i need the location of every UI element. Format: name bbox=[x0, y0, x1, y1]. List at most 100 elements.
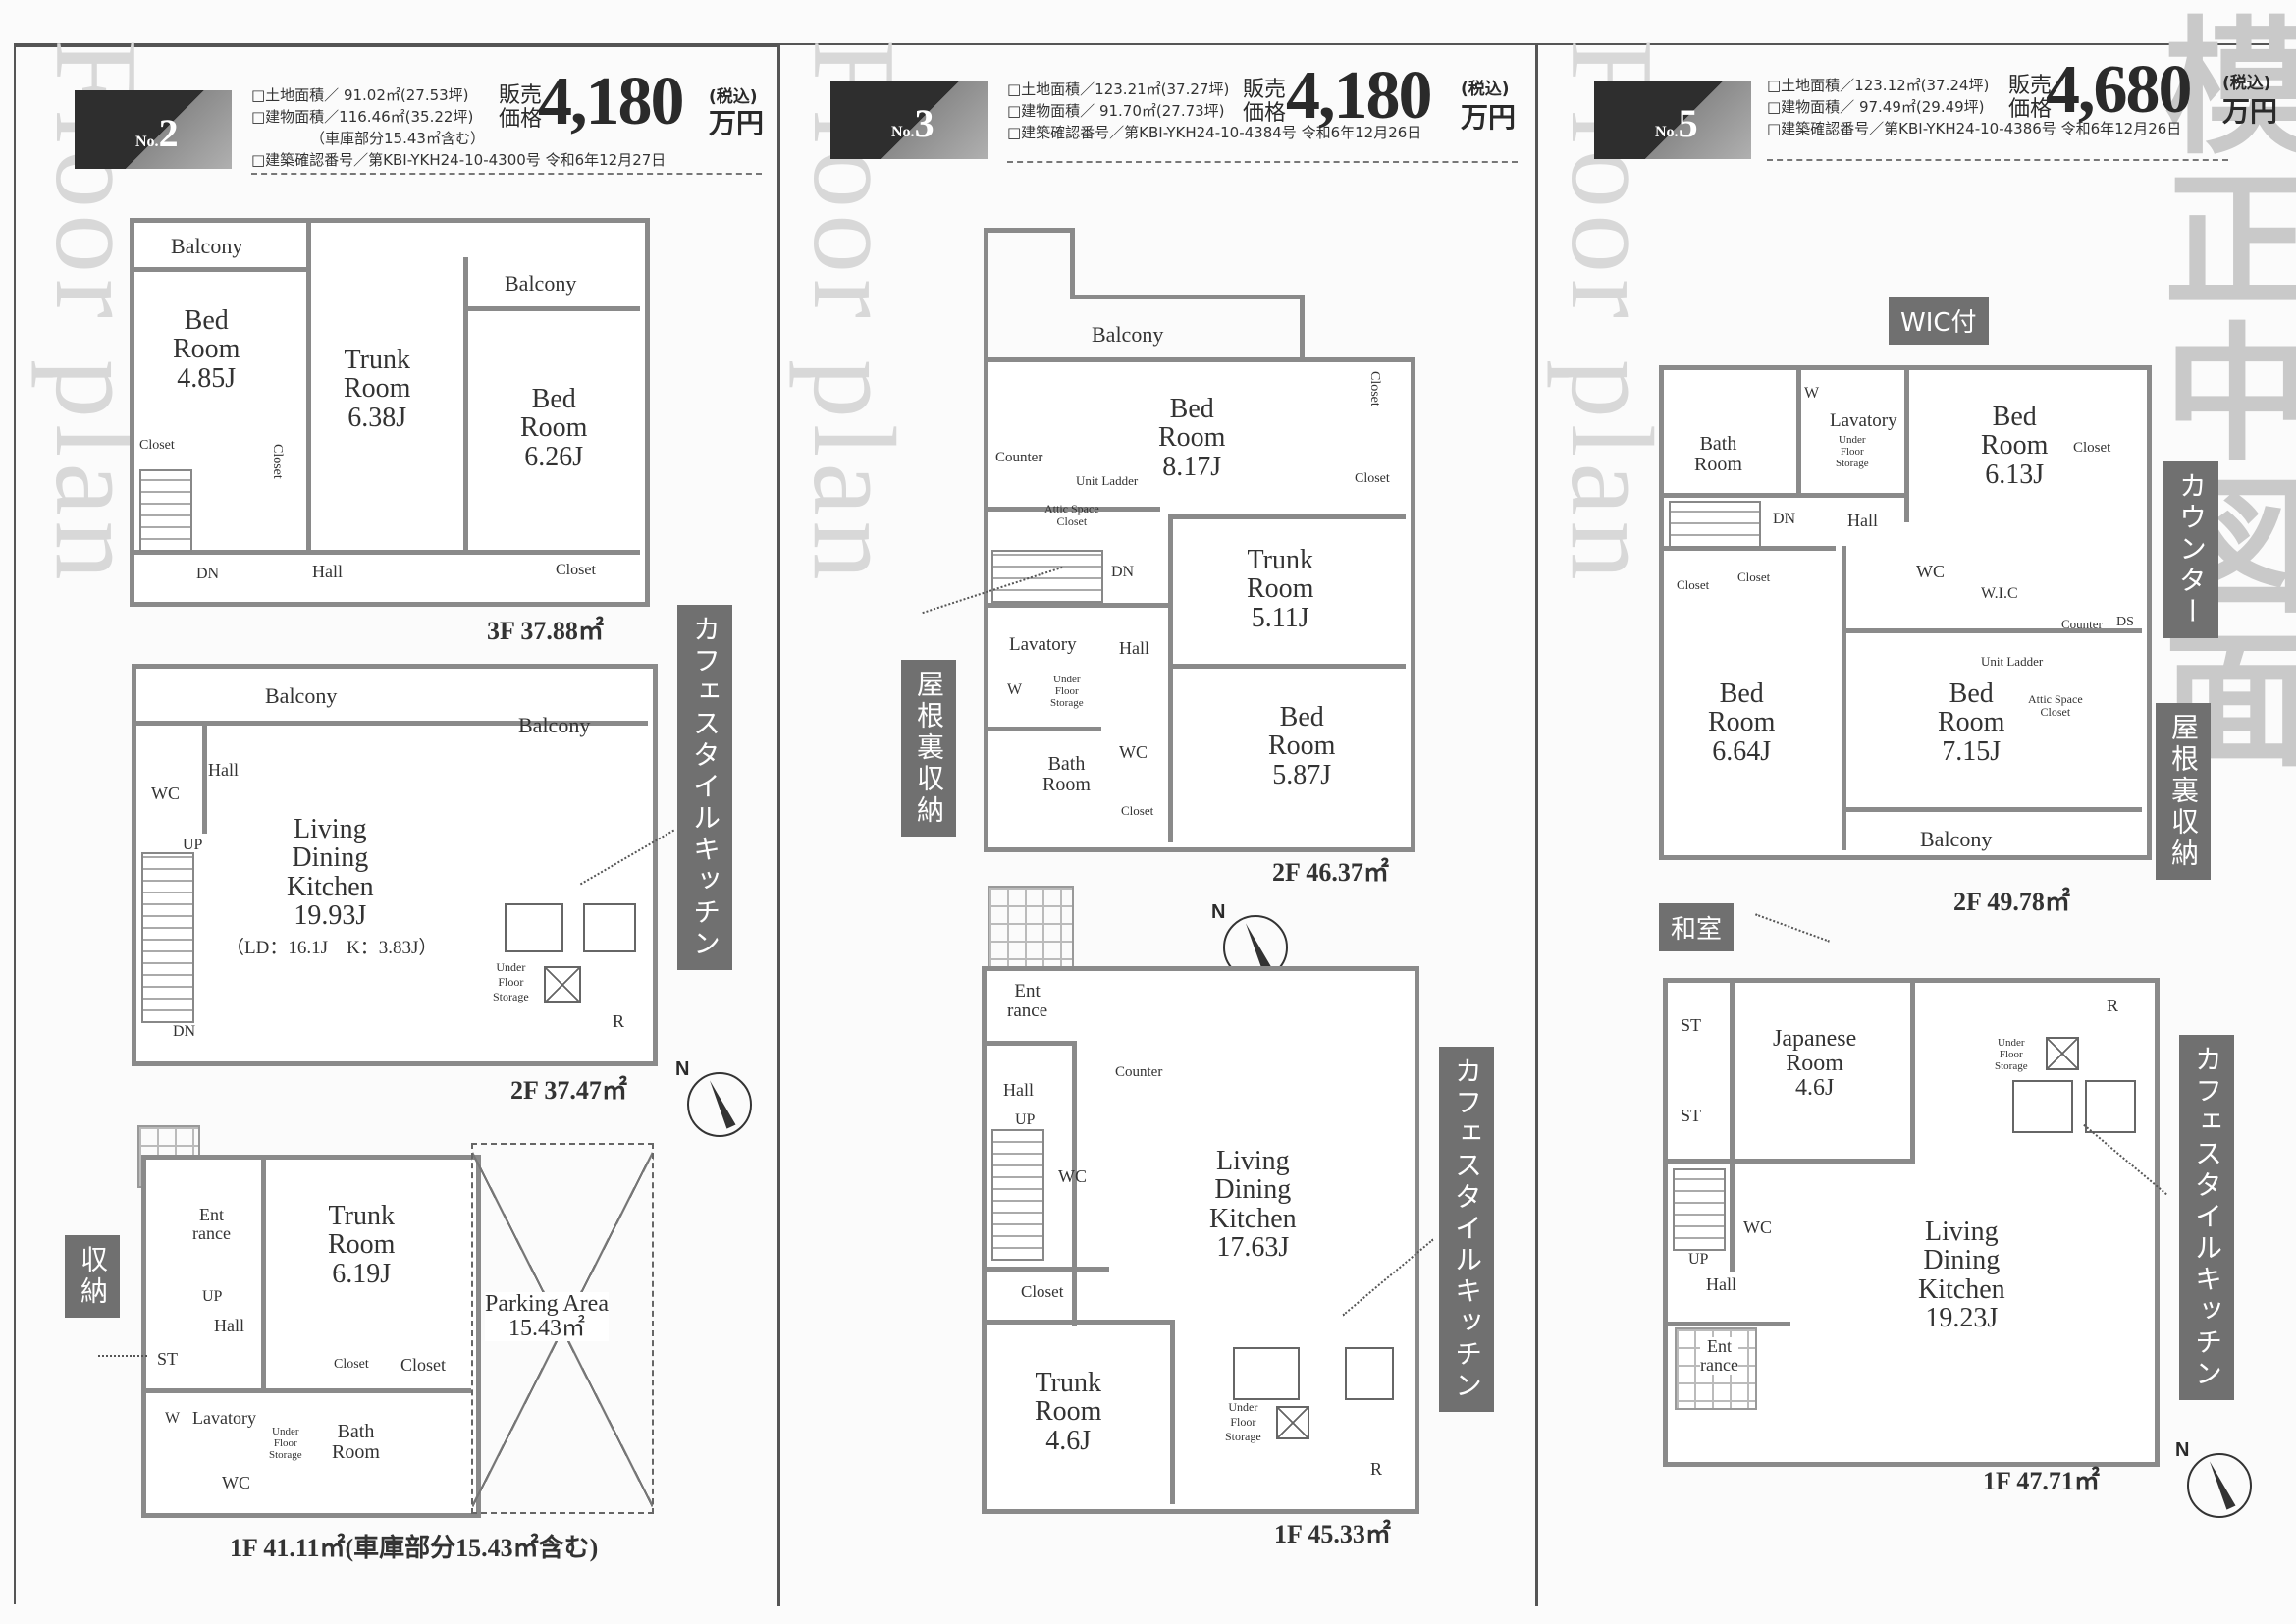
u5-1f-stove bbox=[2085, 1080, 2136, 1133]
unit-3-man: 万円 bbox=[1461, 101, 1517, 134]
compass-n: N bbox=[1211, 901, 1226, 923]
unit-2-price-label-2: 価格 bbox=[499, 107, 543, 132]
u3-2f-bed-2: Bed Room 5.87J bbox=[1268, 702, 1336, 790]
u5-1f-st-1: ST bbox=[1681, 1015, 1702, 1035]
unit-5-no-prefix: No. bbox=[1655, 124, 1679, 140]
u5-compass: N bbox=[2175, 1439, 2252, 1518]
u3-1f-wall-4 bbox=[1170, 1320, 1175, 1504]
u2-1f-w: W bbox=[165, 1410, 181, 1427]
u5-counter-tag: カウンター bbox=[2163, 461, 2218, 638]
unit-2-garage-note: （車庫部分15.43㎡含む） bbox=[310, 130, 485, 147]
u3-2f-closet-2: Closet bbox=[1355, 471, 1390, 486]
u2-1f-closet-2: Closet bbox=[400, 1355, 447, 1375]
compass-needle bbox=[1241, 921, 1272, 972]
u5-2f-wic: W.I.C bbox=[1981, 585, 2018, 602]
u2-3f-wall-5 bbox=[468, 306, 640, 311]
u3-1f-ldk: Living Dining Kitchen 17.63J bbox=[1209, 1146, 1297, 1264]
unit-3-building-area: □建物面積／ 91.70㎡(27.73坪) bbox=[1007, 102, 1225, 120]
unit-5-man: 万円 bbox=[2222, 95, 2278, 128]
u3-1f-closet: Closet bbox=[1021, 1282, 1064, 1301]
u2-3f-closet-3: Closet bbox=[556, 562, 596, 578]
u5-1f-stairs bbox=[1673, 1168, 1726, 1251]
u5-1f-wall-5 bbox=[1663, 1322, 1790, 1326]
u2-2f-area: 2F 37.47㎡ bbox=[510, 1076, 627, 1105]
u5-2f-underfloor: Under Floor Storage bbox=[1836, 434, 1869, 469]
unit-2-land-area: □土地面積／ 91.02㎡(27.53坪) bbox=[251, 86, 469, 104]
u3-1f-wall-3 bbox=[982, 1320, 1174, 1325]
u2-3f-bed-l: Bed Room 4.85J bbox=[173, 305, 240, 394]
u3-2f-attic: Attic Space Closet bbox=[1044, 502, 1099, 528]
u5-2f-hall: Hall bbox=[1847, 511, 1878, 530]
u3-2f-w: W bbox=[1007, 681, 1023, 698]
u5-wic-tag: WIC付 bbox=[1889, 297, 1989, 345]
u5-1f-st-2: ST bbox=[1681, 1106, 1702, 1125]
u5-1f-underfloor-box bbox=[2046, 1037, 2079, 1070]
u2-2f-wall-2 bbox=[202, 726, 207, 834]
u3-2f-unit-ladder: Unit Ladder bbox=[1076, 473, 1139, 488]
u3-2f-balcony-wall-4 bbox=[1070, 295, 1302, 299]
unit-5-price-label-2: 価格 bbox=[2008, 97, 2053, 122]
u3-1f-counter: Counter bbox=[1115, 1064, 1163, 1080]
compass-needle bbox=[2205, 1459, 2236, 1510]
compass-n: N bbox=[2175, 1439, 2190, 1461]
u5-1f-hall: Hall bbox=[1706, 1274, 1736, 1294]
u3-2f-stairs bbox=[991, 550, 1103, 603]
u2-1f-wall-1 bbox=[261, 1155, 266, 1390]
unit-3-price: 4,180 bbox=[1286, 58, 1432, 134]
u3-2f-underfloor: Under Floor Storage bbox=[1050, 674, 1084, 709]
u5-washitsu-tag: 和室 bbox=[1659, 903, 1735, 951]
u2-2f-ldk: Living Dining Kitchen 19.93J bbox=[287, 814, 374, 932]
u2-3f-wall-3 bbox=[130, 550, 640, 555]
u5-2f-wall-5 bbox=[1845, 628, 2142, 633]
u2-3f-area: 3F 37.88㎡ bbox=[487, 617, 604, 645]
unit-2-1f-plan bbox=[141, 1155, 481, 1518]
u5-2f-area: 2F 49.78㎡ bbox=[1953, 888, 2070, 916]
u5-2f-lavatory: Lavatory bbox=[1830, 410, 1897, 431]
divider-2 bbox=[1535, 45, 1538, 1606]
u2-2f-hall: Hall bbox=[208, 760, 239, 780]
u5-1f-entrance: Ent rance bbox=[1700, 1336, 1738, 1375]
u5-2f-wall-6 bbox=[1845, 807, 2142, 812]
u2-1f-entrance: Ent rance bbox=[192, 1205, 231, 1243]
u2-1f-lavatory: Lavatory bbox=[192, 1408, 256, 1428]
u2-1f-underfloor: Under Floor Storage bbox=[269, 1426, 302, 1461]
u3-1f-entrance-tile bbox=[988, 886, 1074, 968]
u3-1f-underfloor: Under Floor Storage bbox=[1225, 1400, 1261, 1443]
u2-1f-trunk: Trunk Room 6.19J bbox=[328, 1201, 396, 1289]
u2-2f-underfloor: Under Floor Storage bbox=[493, 960, 529, 1003]
unit-3-tax: (税込) bbox=[1461, 80, 1510, 99]
unit-5-badge: No.5 bbox=[1594, 81, 1751, 159]
u5-2f-closet-1: Closet bbox=[2073, 440, 2111, 456]
u2-1f-up: UP bbox=[202, 1288, 223, 1305]
u2-2f-balcony-l: Balcony bbox=[265, 683, 338, 708]
column-1-frame bbox=[14, 45, 777, 1604]
u2-2f-wc: WC bbox=[151, 784, 180, 803]
unit-2-no-prefix: No. bbox=[135, 134, 159, 150]
u2-1f-st: ST bbox=[157, 1349, 179, 1369]
top-rule bbox=[14, 43, 2281, 45]
u2-3f-wall-4 bbox=[130, 267, 311, 272]
u5-2f-bed-2: Bed Room 6.64J bbox=[1708, 678, 1776, 767]
u3-1f-r: R bbox=[1370, 1459, 1383, 1479]
u2-3f-bed-r: Bed Room 6.26J bbox=[520, 384, 588, 472]
u5-2f-closet-2: Closet bbox=[1677, 577, 1710, 592]
u2-3f-stairs bbox=[139, 469, 192, 552]
u2-3f-dn: DN bbox=[196, 566, 220, 582]
u3-2f-hall: Hall bbox=[1119, 638, 1149, 658]
u5-2f-wall-2 bbox=[1659, 493, 1904, 498]
u2-2f-wall-1 bbox=[132, 721, 648, 726]
u5-1f-wc: WC bbox=[1743, 1218, 1772, 1237]
watermark-right: 模正中図面 bbox=[2142, 10, 2296, 776]
unit-3-header-rule bbox=[1007, 161, 1518, 163]
unit-2-price-label-1: 販売 bbox=[499, 83, 543, 108]
u2-2f-ldk-sub: （LD：16.1J K：3.83J） bbox=[226, 938, 438, 958]
u3-2f-wall-4 bbox=[984, 603, 1170, 608]
u5-2f-bed-1: Bed Room 6.13J bbox=[1981, 402, 2049, 490]
u5-2f-bath: Bath Room bbox=[1694, 433, 1742, 475]
u5-1f-ldk: Living Dining Kitchen 19.23J bbox=[1918, 1217, 2005, 1334]
unit-3-price-label: 販売 価格 bbox=[1243, 79, 1286, 126]
u5-2f-wall-1 bbox=[1904, 365, 1909, 522]
u3-1f-area: 1F 45.33㎡ bbox=[1274, 1520, 1391, 1548]
unit-3-price-label-1: 販売 bbox=[1243, 78, 1287, 102]
u3-2f-wall-6 bbox=[984, 507, 1160, 512]
